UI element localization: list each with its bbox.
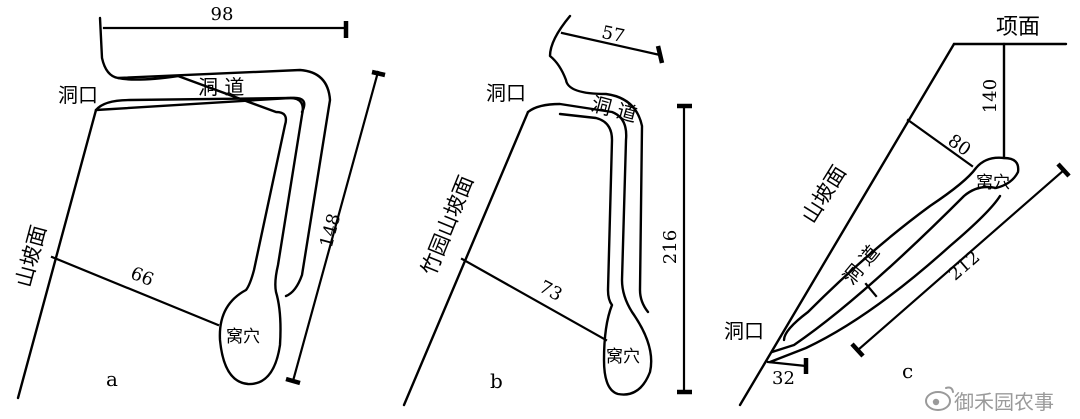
- dim-line-right-a: [291, 70, 380, 383]
- dim-cap-side-bottom-c: [850, 342, 865, 358]
- dim-line-side-c: [856, 168, 1066, 352]
- slope-line-a: [16, 108, 98, 400]
- panel-a: 98 148 66 山坡面 洞口 洞 道 窝穴 a: [11, 4, 386, 400]
- weibo-logo-icon: [925, 386, 954, 411]
- entrance-label-a: 洞口: [58, 83, 98, 107]
- dim-diag-b: 73: [536, 276, 566, 305]
- tunnel-tick-c: [864, 282, 878, 298]
- nest-label-a: 窝穴: [226, 327, 260, 347]
- dim-mid-c: 80: [944, 130, 975, 160]
- top-surface-label-c: 项面: [996, 15, 1040, 40]
- slope-label-a: 山坡面: [11, 223, 50, 290]
- dim-diag-a: 66: [128, 263, 157, 291]
- dim-line-diag-a: [50, 255, 220, 327]
- burrow-outline-b: [526, 102, 653, 396]
- entrance-label-b: 洞口: [486, 81, 526, 105]
- dim-top-a: 98: [211, 4, 234, 25]
- slope-line-b: [402, 110, 530, 407]
- dim-bottom-c: 32: [772, 368, 795, 389]
- watermark: 御禾园农事: [925, 386, 1054, 414]
- tunnel-outer-a: [94, 96, 306, 114]
- tunnel-label-b: 洞 道: [589, 92, 640, 127]
- panel-label-c: c: [902, 359, 913, 383]
- slope-label-c: 山坡面: [797, 161, 851, 227]
- dim-line-top-b: [560, 31, 662, 57]
- panel-label-b: b: [490, 369, 503, 393]
- entrance-label-c: 洞口: [724, 319, 764, 343]
- panel-label-a: a: [106, 367, 118, 391]
- watermark-text: 御禾园农事: [954, 390, 1054, 414]
- dim-line-bottom-c: [766, 360, 808, 368]
- dim-line-diag-b: [460, 257, 608, 342]
- dim-cap-top-b: [655, 45, 665, 64]
- nest-label-b: 窝穴: [606, 347, 640, 367]
- burrow-outline-a: [94, 16, 304, 386]
- tunnel-lower-c: [768, 194, 1002, 364]
- panel-c: 项面 140 80 212 32 山坡面 洞口 洞 道 窝穴 c: [724, 15, 1071, 407]
- dim-side-c: 212: [945, 247, 985, 285]
- tunnel-label-a: 洞 道: [198, 75, 244, 99]
- dim-line-mid-c: [906, 118, 974, 168]
- tunnel-top-b: [548, 14, 650, 314]
- dim-top-c: 140: [980, 79, 1001, 113]
- panel-b: 57 216 73 竹园山坡面 洞口 洞 道 窝穴 b: [402, 14, 692, 407]
- burrow-outline-c: [770, 156, 1020, 354]
- dim-right-a: 148: [316, 211, 345, 250]
- dim-cap-top-right-a: [371, 69, 386, 78]
- dim-top-b: 57: [600, 22, 627, 47]
- dim-cap-bottom-right-a: [285, 376, 301, 386]
- dim-right-b: 216: [660, 230, 681, 264]
- slope-line-c: [738, 42, 956, 407]
- tunnel-top-a: [116, 68, 332, 298]
- dim-cap-side-top-c: [1056, 162, 1071, 178]
- nest-label-c: 窝穴: [976, 173, 1010, 193]
